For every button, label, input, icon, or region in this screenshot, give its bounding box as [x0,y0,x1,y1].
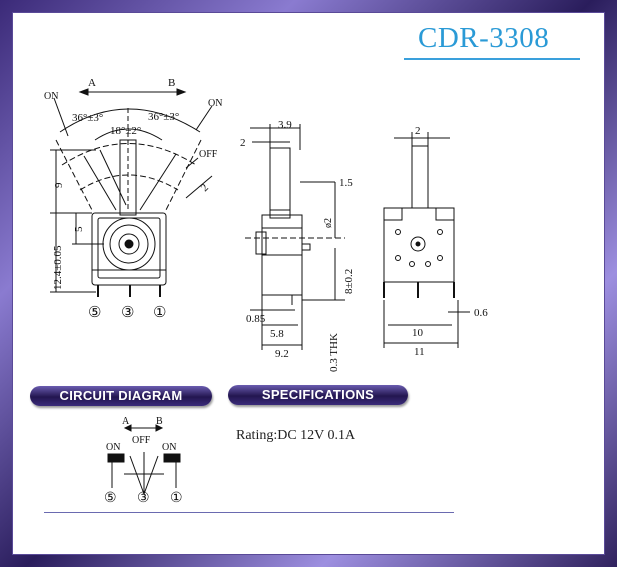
front-pin-3: ③ [121,305,134,321]
front-angle-center: 18°±2° [110,125,141,137]
front-on-left: ON [44,91,58,102]
angle-arc-inner [94,128,163,141]
circuit-arrow-left [123,424,132,432]
back-hole-dot [415,241,421,247]
circuit-arrow-right [155,424,164,432]
arrow-head-left [78,88,89,96]
front-dir-a: A [88,77,96,89]
back-rivet2 [437,229,443,235]
back-rivet3 [395,255,401,261]
front-on-right: ON [208,98,222,109]
circuit-wiper-right [143,455,159,495]
side-dim-1-5-label: 1.5 [339,177,353,189]
title-underline [404,58,580,60]
back-notch-right [435,207,455,221]
side-dim-8-label: 8±0.2 [343,269,355,294]
circuit-on-left: ON [106,442,120,453]
circuit-b: B [156,416,163,427]
back-dim-2-label: 2 [415,125,421,137]
back-dim-10-label: 10 [412,327,424,339]
rotor-inner [118,233,140,255]
front-off: OFF [199,149,218,160]
rating-text: Rating:DC 12V 0.1A [236,428,356,443]
circuit-off: OFF [132,435,151,446]
rotor-center [124,239,134,249]
back-rivet6 [425,261,431,267]
side-dim-thk-label: 0.3 THK [328,333,340,372]
side-tab [255,231,267,255]
arrow-head-right [176,88,187,96]
front-pin-5: ⑤ [88,305,101,321]
side-dim-2-label: 2 [240,137,246,149]
back-dim-11-label: 11 [414,346,425,358]
circuit-on-right: ON [162,442,176,453]
front-angle-left: 36°±3° [72,112,103,124]
circuit-wiper-left [129,455,145,495]
back-notch-left [383,207,403,221]
specifications-header: SPECIFICATIONS [228,385,408,405]
side-dim-phi-label: ø2 [323,218,334,228]
angle-arc-outer [59,108,201,133]
drawing-sheet [12,12,605,555]
on-right-leader [195,105,213,131]
front-pin-1: ① [153,305,166,321]
side-dim-3-9-label: 3.9 [278,119,292,131]
rotor-mid [109,224,149,264]
circuit-diagram-header: CIRCUIT DIAGRAM [30,386,212,406]
lever-left-edge [83,155,117,211]
off-leader [185,157,199,169]
front-dim-5: 5 [73,226,85,232]
side-dim-0-85-label: 0.85 [246,313,266,325]
side-dim-5-8-label: 5.8 [270,328,284,340]
sector-left-ray [55,139,93,211]
front-dim-9: 9 [53,182,65,188]
back-rivet5 [409,261,415,267]
front-angle-right: 36°±3° [148,111,179,123]
dim-2-line [185,175,213,199]
on-left-leader [53,97,69,137]
circuit-pin-3: ③ [137,491,150,506]
side-bump [301,243,311,251]
back-dim-0-6-label: 0.6 [474,307,488,319]
lever-left-edge2 [99,149,127,206]
front-dim-12-4: 12.4±0.05 [52,245,64,290]
circuit-diagram-label: CIRCUIT DIAGRAM [59,388,183,403]
bottom-rule [44,512,454,513]
circuit-a: A [122,416,130,427]
sector-right-ray [165,139,202,211]
lever-shaft [119,139,137,216]
back-rivet4 [437,255,443,261]
circuit-contact-left [107,453,125,463]
back-hole-center [410,236,426,252]
side-shaft [269,147,291,219]
sector-inner [79,174,179,191]
model-title: CDR-3308 [418,22,550,54]
circuit-pin-1: ① [170,491,183,506]
side-dim-9-2-label: 9.2 [275,348,289,360]
lever-right-edge [139,153,177,211]
front-dir-b: B [168,77,175,89]
circuit-pin-5: ⑤ [104,491,117,506]
back-rivet1 [395,229,401,235]
back-shaft [411,145,429,209]
circuit-contact-right [163,453,181,463]
front-dim-2: 2 [199,182,211,194]
specifications-label: SPECIFICATIONS [261,387,375,402]
